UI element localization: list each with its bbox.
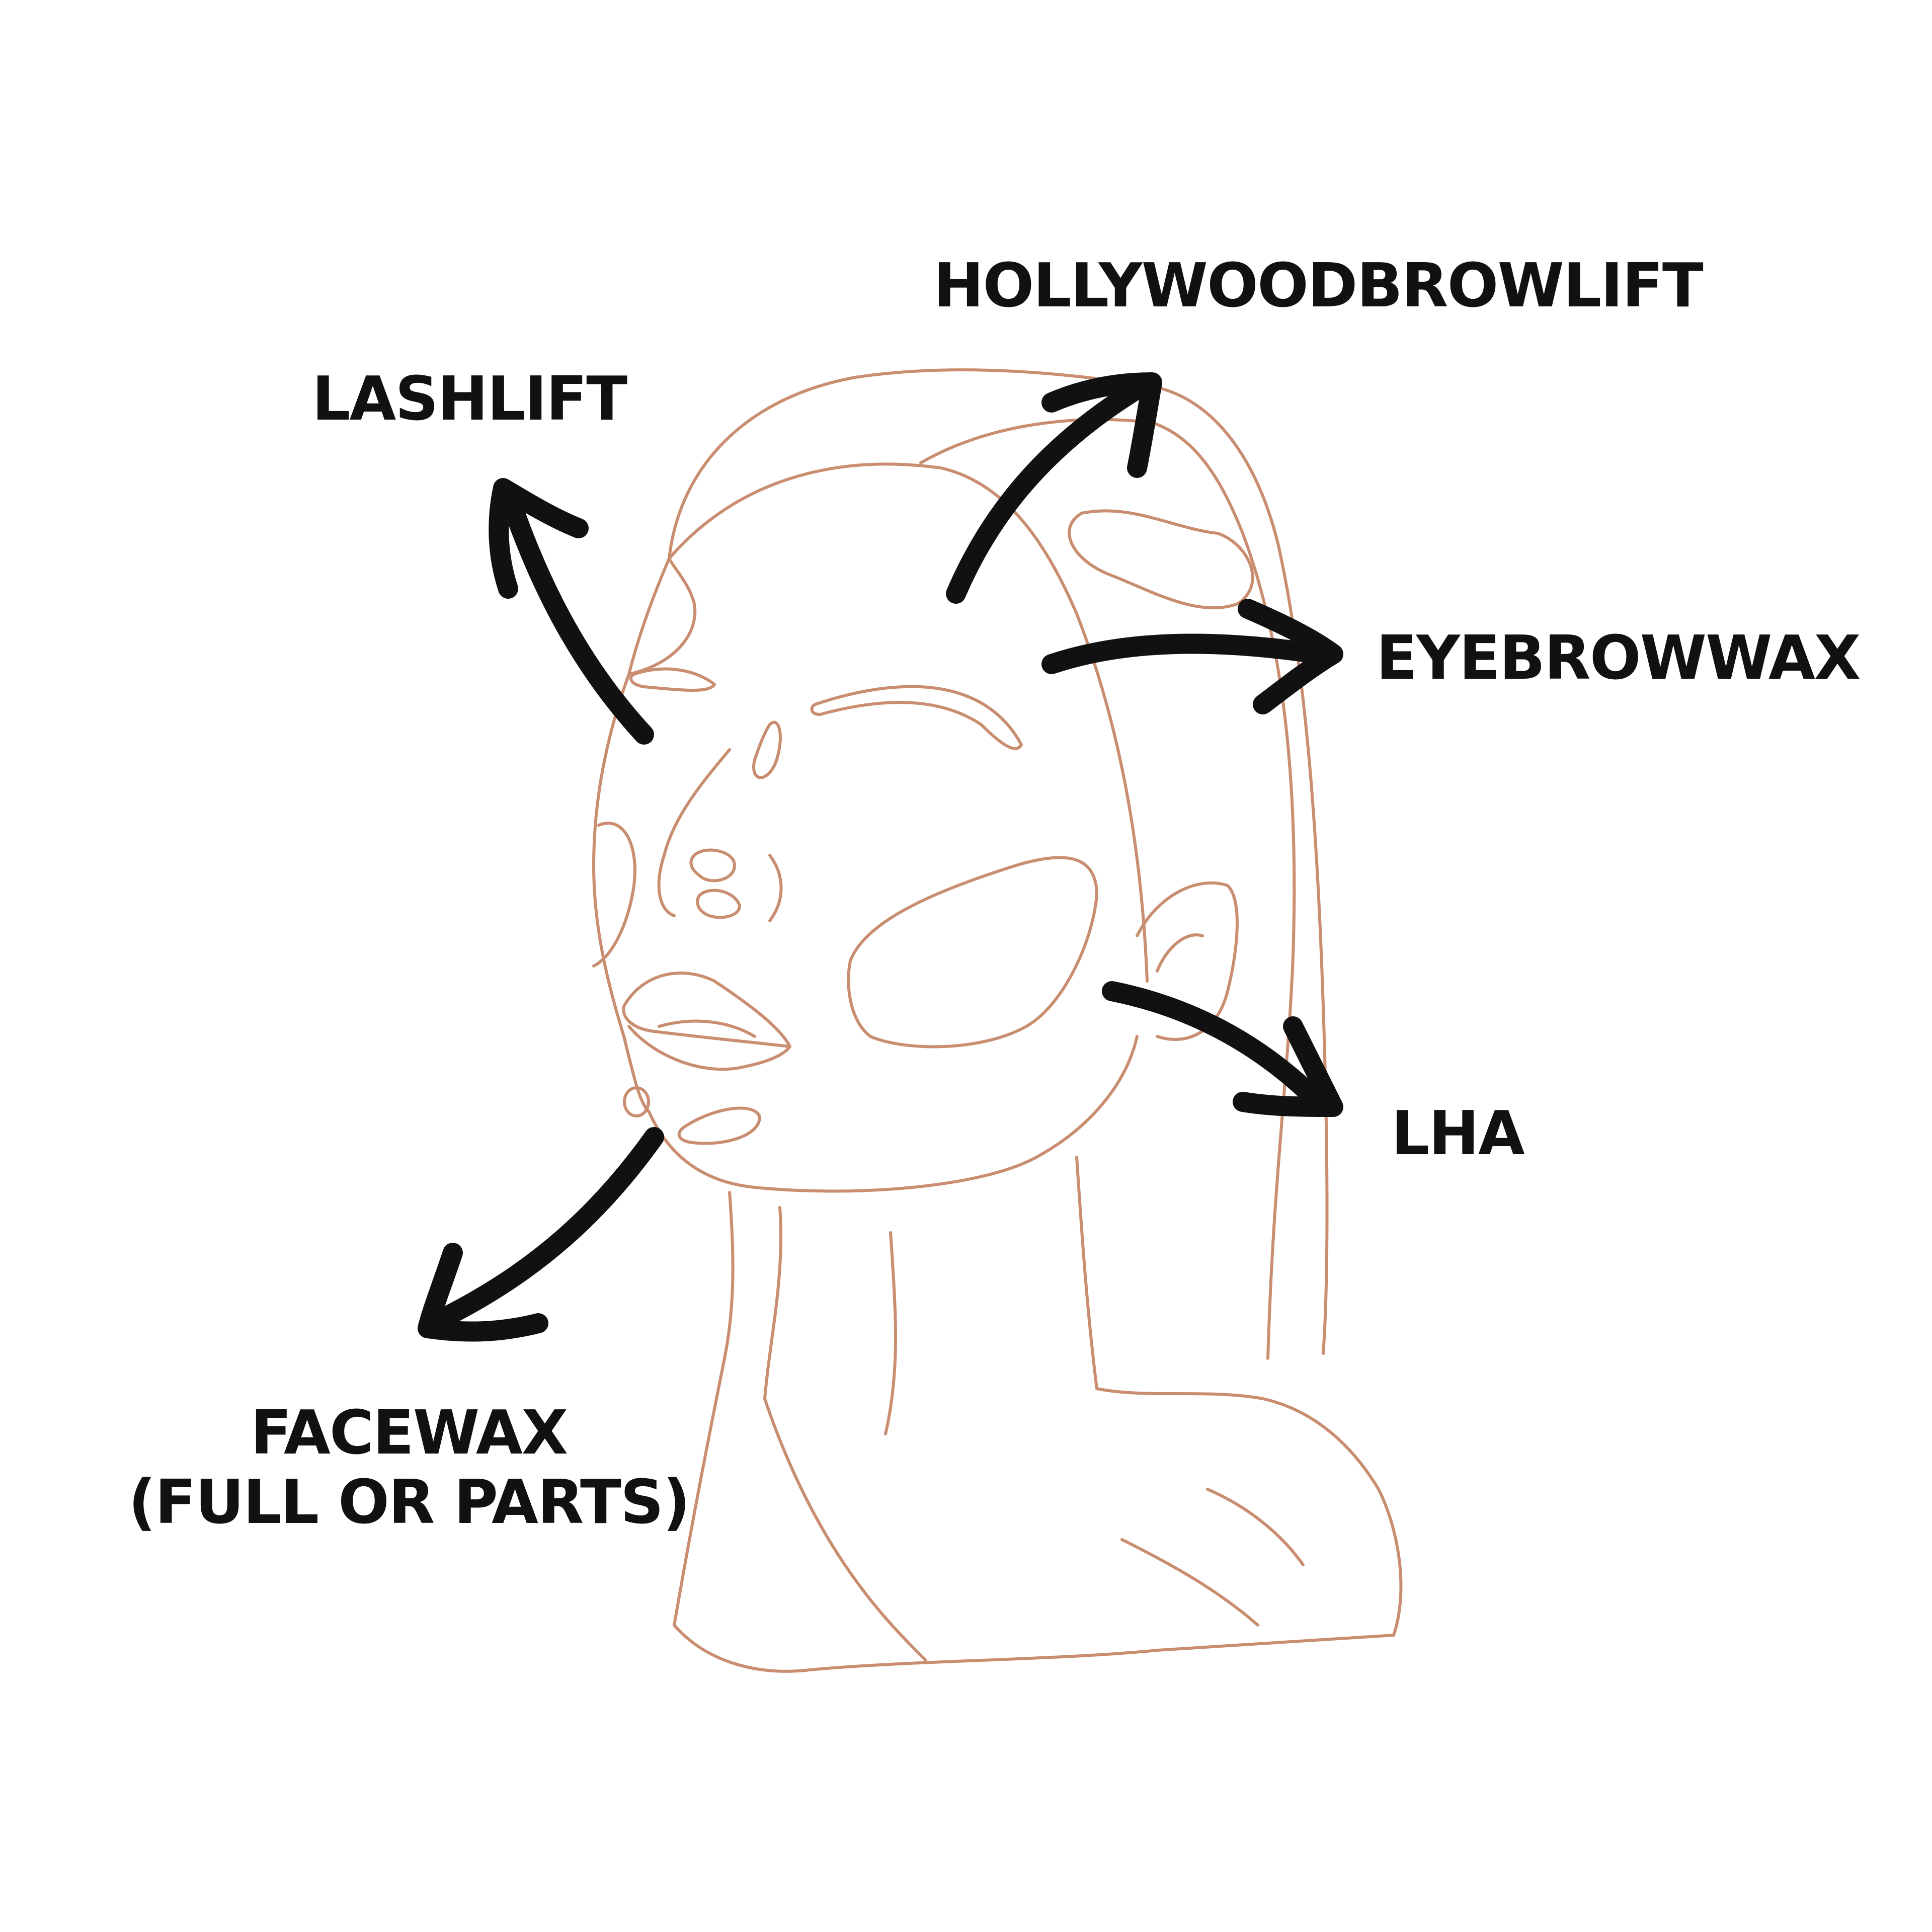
eyebrow-right [810, 685, 1023, 750]
arrow-lha [1102, 981, 1343, 1117]
chin-dimple [623, 1086, 650, 1117]
nostril-2 [696, 889, 741, 919]
nose-highlight [752, 720, 782, 779]
collar-fold-1 [763, 1397, 927, 1662]
label-face-wax-line1: FACEWAX [250, 1398, 568, 1468]
collar-fold-3 [1206, 1488, 1305, 1566]
eyebrow-left [629, 667, 716, 692]
chin-highlight [677, 1106, 761, 1145]
label-face-wax-line2: (FULL OR PARTS) [128, 1468, 690, 1538]
ear-inner [1156, 933, 1204, 973]
arrow-eyebrow-wax [1041, 599, 1343, 714]
label-lha: LHA [1391, 1099, 1525, 1169]
neck-right [1075, 1156, 1098, 1390]
nose-outline [657, 748, 731, 917]
nose-side [768, 854, 783, 922]
arrow-lash-lift [489, 478, 654, 745]
shoulder-drape [673, 1387, 1403, 1673]
neck-center [763, 1206, 783, 1400]
neck-muscle [884, 1231, 897, 1435]
upper-lip [622, 972, 791, 1048]
lip-line [658, 1019, 756, 1038]
arrows [418, 372, 1343, 1342]
neck-left [673, 1191, 735, 1627]
label-face-wax: FACEWAX (FULL OR PARTS) [128, 1398, 690, 1538]
hair-blob [1068, 509, 1254, 610]
forehead-left [627, 557, 697, 676]
label-lash-lift: LASHLIFT [312, 364, 627, 434]
jawline [648, 1035, 1139, 1193]
collar-fold-2 [1120, 1538, 1259, 1627]
hair-strand-1 [668, 462, 1149, 983]
face-left-edge [592, 673, 651, 1113]
cheek-left-blob [592, 822, 636, 968]
nostril-1 [689, 848, 736, 882]
label-hollywood-brow-lift: HOLLYWOODBROWLIFT [933, 251, 1704, 321]
lower-lip [627, 1025, 791, 1071]
face-line-art [592, 368, 1403, 1673]
label-eyebrow-wax: EYEBROWWAX [1376, 623, 1861, 693]
arrow-face-wax [418, 1127, 664, 1342]
arrow-hollywood-brow-lift [946, 372, 1162, 604]
cheek-highlight [847, 856, 1098, 1049]
ear [1136, 881, 1239, 1041]
